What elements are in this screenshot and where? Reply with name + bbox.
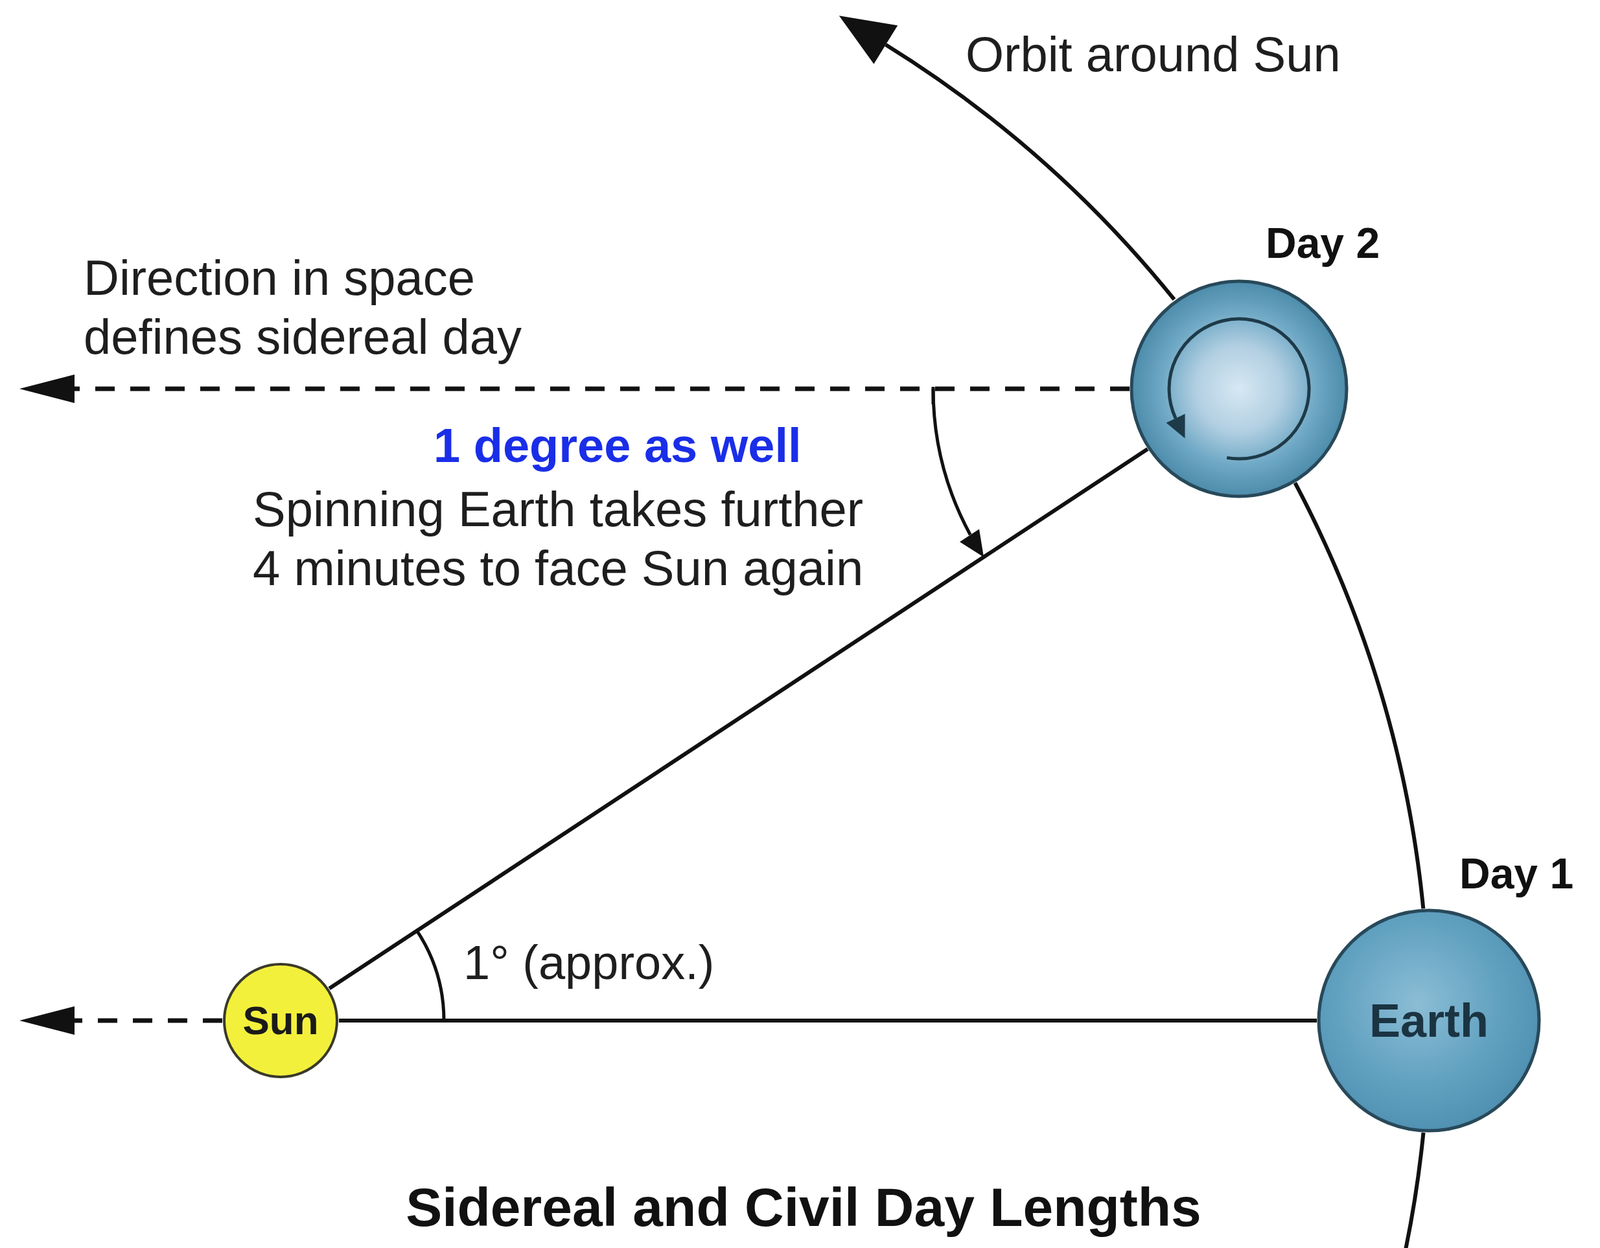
angle-arc [933,388,971,535]
rotation-note: Spinning Earth takes further 4 minutes t… [252,479,868,598]
body-outline [224,964,337,1078]
body-name: Sun [242,997,319,1044]
rotation-arrowhead [1166,414,1186,439]
earth-circle: Day 2 [1129,279,1349,499]
direction-arrowhead [19,1006,75,1035]
direction-arrowhead [19,374,75,404]
direction-dashed-line [72,386,1130,392]
sun-earth-line [338,1018,1317,1023]
earth-circle: Day 1Earth [1316,908,1542,1133]
diagram-caption: Sidereal and Civil Day Lengths [405,1176,1202,1240]
orbit-arc [885,44,1175,300]
day-heading: Day 1 [1459,849,1574,899]
angle-label: 1° (approx.) [463,935,715,991]
earth-circle-shape [1129,279,1349,499]
orbit-label: Orbit around Sun [965,25,1341,83]
body-outline [1318,910,1540,1131]
day-heading: Day 2 [1265,219,1380,269]
angle-arrowhead [959,529,984,558]
direction-note: Direction in space defines sidereal day [83,248,526,367]
annotation-note: 1 degree as well [433,417,802,474]
sun-circle: Sun [222,962,339,1079]
direction-dashed-line [72,1018,223,1024]
rotation-arrow [1166,318,1310,459]
orbit-arc [1403,1132,1424,1248]
orbit-arrowhead [839,15,898,65]
body-name: Earth [1369,994,1489,1048]
body-outline [1131,281,1347,497]
rotation-arc [1169,318,1310,459]
orbit-path [1294,482,1424,909]
angle-arc [416,930,444,1021]
